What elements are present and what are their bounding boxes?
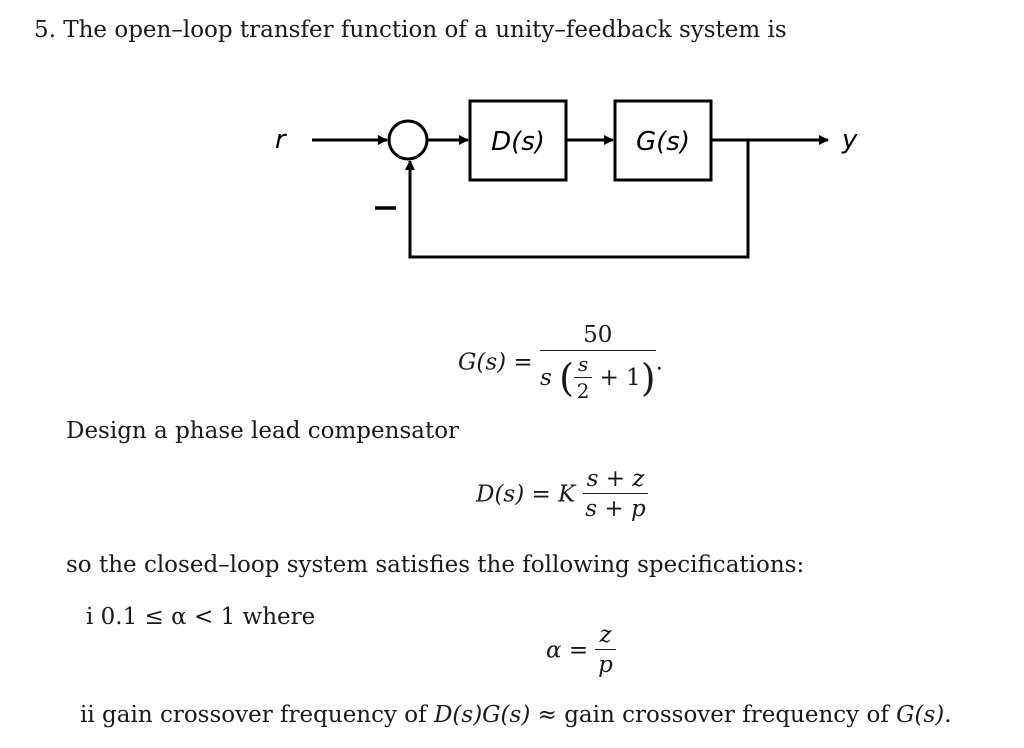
- alpha-eq-numerator: z: [595, 622, 616, 651]
- g-block: [613, 99, 713, 182]
- d-equation: D(s) = K s + z s + p: [476, 466, 649, 523]
- spec-ii-expr-b: G(s): [896, 702, 945, 728]
- alpha-equation: α = z p: [546, 622, 616, 679]
- g-eq-inner-num: s: [573, 353, 593, 379]
- design-text: Design a phase lead compensator: [66, 418, 460, 444]
- alpha-eq-lhs: α =: [546, 637, 589, 664]
- g-block-label: G(s): [636, 127, 690, 157]
- d-block-label: D(s): [491, 127, 545, 157]
- g-eq-tail: .: [655, 349, 663, 376]
- summing-junction: [387, 119, 429, 161]
- spec-ii-tail: .: [944, 702, 952, 728]
- spec-ii-text-b: gain crossover frequency of: [564, 702, 889, 728]
- problem-number: 5.: [34, 17, 56, 43]
- spec-intro: so the closed–loop system satisfies the …: [66, 552, 805, 578]
- spec-ii-approx: ≈: [537, 702, 557, 728]
- alpha-eq-fraction: z p: [595, 622, 616, 679]
- block-diagram: r D(s) G(s) y: [275, 99, 858, 259]
- feedback-path: [408, 140, 750, 259]
- g-eq-inner-den: 2: [576, 379, 590, 404]
- g-eq-lhs: G(s) =: [458, 349, 533, 376]
- d-eq-denominator: s + p: [585, 496, 646, 523]
- spec-ii: ii gain crossover frequency of D(s)G(s) …: [80, 702, 952, 728]
- spec-i: i 0.1 ≤ α < 1 where: [86, 604, 315, 630]
- spec-ii-text-a: gain crossover frequency of: [102, 702, 427, 728]
- output-signal-label: y: [841, 125, 858, 155]
- d-eq-fraction: s + z s + p: [582, 466, 649, 523]
- spec-ii-marker: ii: [80, 702, 95, 728]
- d-eq-numerator: s + z: [582, 466, 649, 495]
- input-signal-label: r: [275, 125, 288, 155]
- g-eq-numerator: 50: [540, 322, 656, 352]
- problem-statement: 5. The open–loop transfer function of a …: [34, 17, 787, 43]
- spec-ii-expr-a: D(s)G(s): [433, 702, 531, 728]
- g-eq-den-s: s: [540, 365, 552, 392]
- alpha-eq-denominator: p: [598, 652, 613, 679]
- d-eq-lhs: D(s) = K: [476, 481, 576, 508]
- problem-text: The open–loop transfer function of a uni…: [63, 17, 787, 43]
- spec-i-text: 0.1 ≤ α < 1 where: [100, 604, 316, 630]
- g-eq-inner-rest: + 1: [599, 365, 641, 392]
- spec-i-marker: i: [86, 604, 94, 630]
